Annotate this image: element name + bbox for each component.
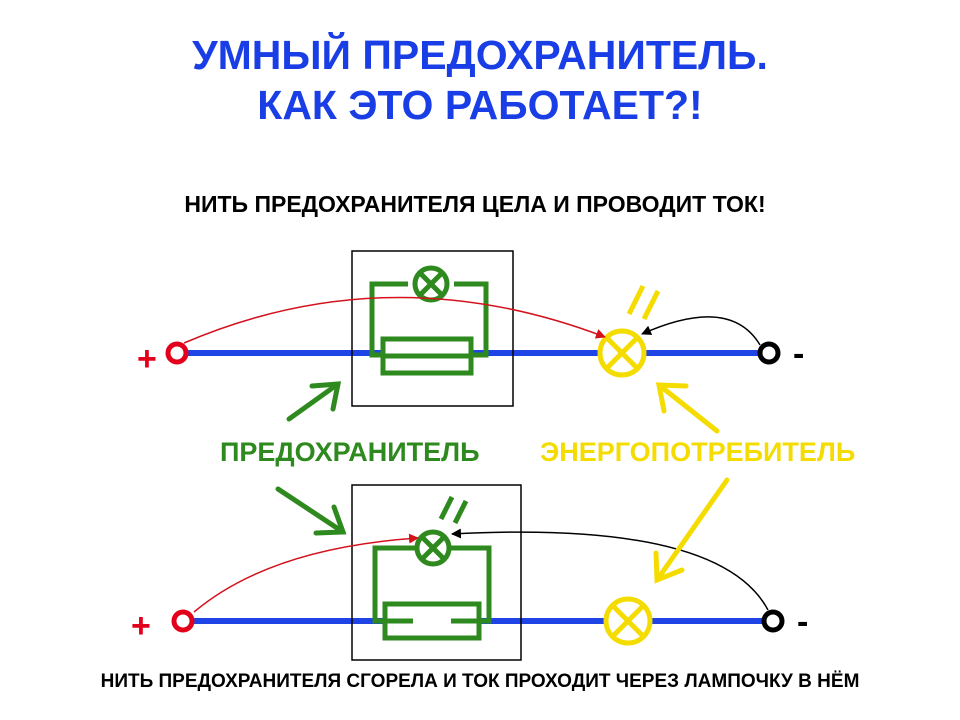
fuse-label: ПРЕДОХРАНИТЕЛЬ — [220, 437, 480, 467]
bottom-minus-label: - — [797, 603, 808, 641]
top-consumer-pointer-arrow-icon — [655, 382, 720, 434]
top-current-arrow-icon — [183, 296, 606, 344]
top-plus-terminal-icon — [165, 341, 189, 365]
top-minus-label: - — [793, 335, 804, 373]
top-plus-label: + — [137, 340, 157, 378]
bottom-caption: НИТЬ ПРЕДОХРАНИТЕЛЯ СГОРЕЛА И ТОК ПРОХОД… — [100, 671, 860, 692]
bottom-indicator-glow-icon — [438, 495, 469, 525]
top-fuse-box — [351, 250, 514, 407]
page-title: УМНЫЙ ПРЕДОХРАНИТЕЛЬ. КАК ЭТО РАБОТАЕТ?! — [0, 30, 960, 130]
bottom-fuse-box — [351, 484, 522, 661]
top-indicator-lamp-icon — [412, 265, 450, 303]
bottom-minus-terminal-icon — [761, 609, 785, 633]
top-caption: НИТЬ ПРЕДОХРАНИТЕЛЯ ЦЕЛА И ПРОВОДИТ ТОК! — [184, 191, 766, 217]
bottom-consumer-pointer-arrow-icon — [653, 477, 730, 584]
top-consumer-glow-icon — [626, 284, 661, 321]
bottom-circuit: + - — [131, 477, 808, 661]
bottom-indicator-lamp-icon — [414, 529, 452, 567]
bottom-fuse-pointer-arrow-icon — [275, 486, 347, 536]
top-fuse-pointer-arrow-icon — [286, 381, 342, 422]
top-circuit: + - — [137, 250, 804, 434]
title-line-2: КАК ЭТО РАБОТАЕТ?! — [257, 82, 703, 128]
top-consumer-lamp-icon — [597, 328, 647, 378]
top-fuse-icon — [369, 281, 489, 376]
consumer-label: ЭНЕРГОПОТРЕБИТЕЛЬ — [540, 437, 855, 467]
bottom-plus-label: + — [131, 607, 151, 645]
bottom-return-arrow-icon — [451, 528, 769, 611]
top-minus-terminal-icon — [757, 341, 781, 365]
bottom-consumer-lamp-icon — [603, 596, 653, 646]
bottom-plus-terminal-icon — [171, 609, 195, 633]
bottom-fuse-icon — [372, 545, 492, 641]
title-line-1: УМНЫЙ ПРЕДОХРАНИТЕЛЬ. — [192, 32, 768, 78]
bottom-current-arrow-icon — [193, 533, 419, 613]
top-return-arrow-icon — [641, 316, 761, 346]
